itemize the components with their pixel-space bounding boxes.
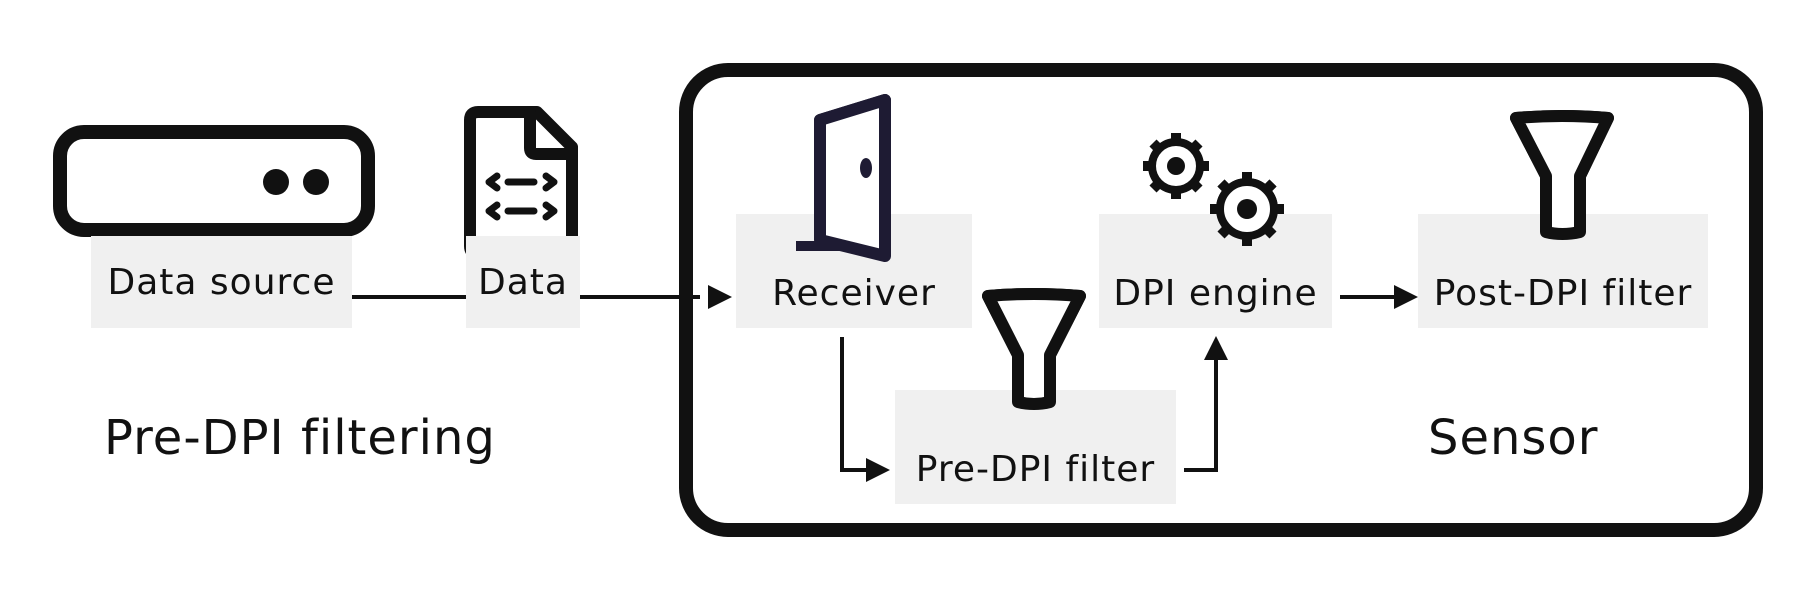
node-receiver-label: Receiver <box>772 272 936 314</box>
arrowhead-post-filter <box>1394 285 1418 309</box>
node-pre-dpi-filter-label: Pre-DPI filter <box>915 448 1156 490</box>
arrowhead-receiver <box>708 285 732 309</box>
arrowheads <box>708 285 1418 482</box>
node-pre-dpi-filter: Pre-DPI filter <box>895 390 1176 504</box>
sensor-boundary <box>679 63 1763 537</box>
arrowhead-pre-filter <box>866 458 890 482</box>
node-post-dpi-filter: Post-DPI filter <box>1418 214 1708 328</box>
node-dpi-engine: DPI engine <box>1099 214 1332 328</box>
arrowhead-dpi-engine <box>1204 336 1228 360</box>
node-data-source: Data source <box>91 236 352 328</box>
node-post-dpi-filter-label: Post-DPI filter <box>1433 272 1693 314</box>
connectors <box>352 295 1400 472</box>
caption-pre-dpi-filtering: Pre-DPI filtering <box>104 410 496 466</box>
connector-receiver-prefilter <box>840 337 875 472</box>
server-icon <box>53 125 375 237</box>
funnel-icon-pre <box>982 288 1086 410</box>
node-receiver: Receiver <box>736 214 972 328</box>
node-data-source-label: Data source <box>107 261 336 303</box>
code-file-icon <box>464 106 578 260</box>
node-data: Data <box>466 236 580 328</box>
caption-sensor: Sensor <box>1428 410 1599 466</box>
node-dpi-engine-label: DPI engine <box>1113 272 1318 314</box>
connector-prefilter-engine <box>1184 352 1218 472</box>
node-data-label: Data <box>478 261 568 303</box>
